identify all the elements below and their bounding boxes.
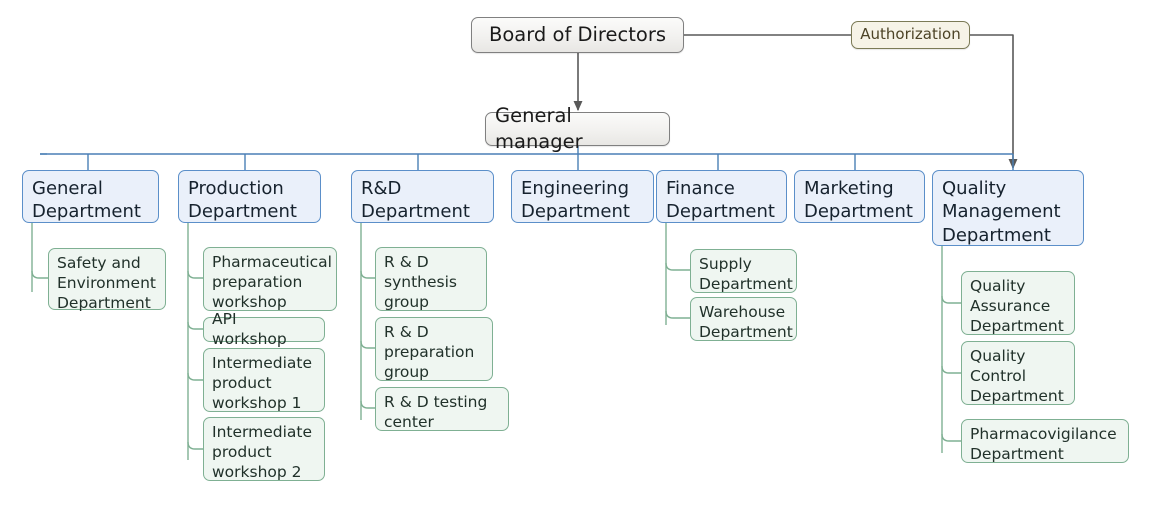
node-authorization[interactable]: Authorization bbox=[851, 21, 970, 49]
node-subunit-production-1[interactable]: API workshop bbox=[203, 310, 325, 348]
node-department-finance[interactable]: Finance Department bbox=[656, 170, 787, 223]
node-subunit-rnd-2[interactable]: R & D testing center bbox=[375, 387, 509, 431]
node-subunit-production-0[interactable]: Pharmaceutical preparation workshop bbox=[203, 247, 337, 311]
node-subunit-general-0[interactable]: Safety and Environment Department bbox=[48, 248, 166, 312]
node-subunit-quality-1[interactable]: Quality Control Department bbox=[961, 341, 1075, 405]
node-subunit-production-3[interactable]: Intermediate product workshop 2 bbox=[203, 417, 325, 481]
node-department-production[interactable]: Production Department bbox=[178, 170, 321, 223]
node-subunit-quality-0[interactable]: Quality Assurance Department bbox=[961, 271, 1075, 335]
node-department-rnd[interactable]: R&D Department bbox=[351, 170, 494, 223]
node-subunit-rnd-1[interactable]: R & D preparation group bbox=[375, 317, 493, 381]
node-subunit-production-2[interactable]: Intermediate product workshop 1 bbox=[203, 348, 325, 412]
node-board-of-directors[interactable]: Board of Directors bbox=[471, 17, 684, 53]
node-department-engineering[interactable]: Engineering Department bbox=[511, 170, 654, 223]
node-subunit-finance-0[interactable]: Supply Department bbox=[690, 249, 797, 293]
node-general-manager[interactable]: General manager bbox=[485, 104, 670, 153]
node-subunit-quality-2[interactable]: Pharmacovigilance Department bbox=[961, 419, 1129, 463]
node-department-general[interactable]: General Department bbox=[22, 170, 159, 223]
node-department-quality[interactable]: Quality Management Department bbox=[932, 170, 1084, 246]
node-subunit-rnd-0[interactable]: R & D synthesis group bbox=[375, 247, 487, 311]
node-subunit-finance-1[interactable]: Warehouse Department bbox=[690, 297, 797, 341]
node-department-marketing[interactable]: Marketing Department bbox=[794, 170, 925, 223]
